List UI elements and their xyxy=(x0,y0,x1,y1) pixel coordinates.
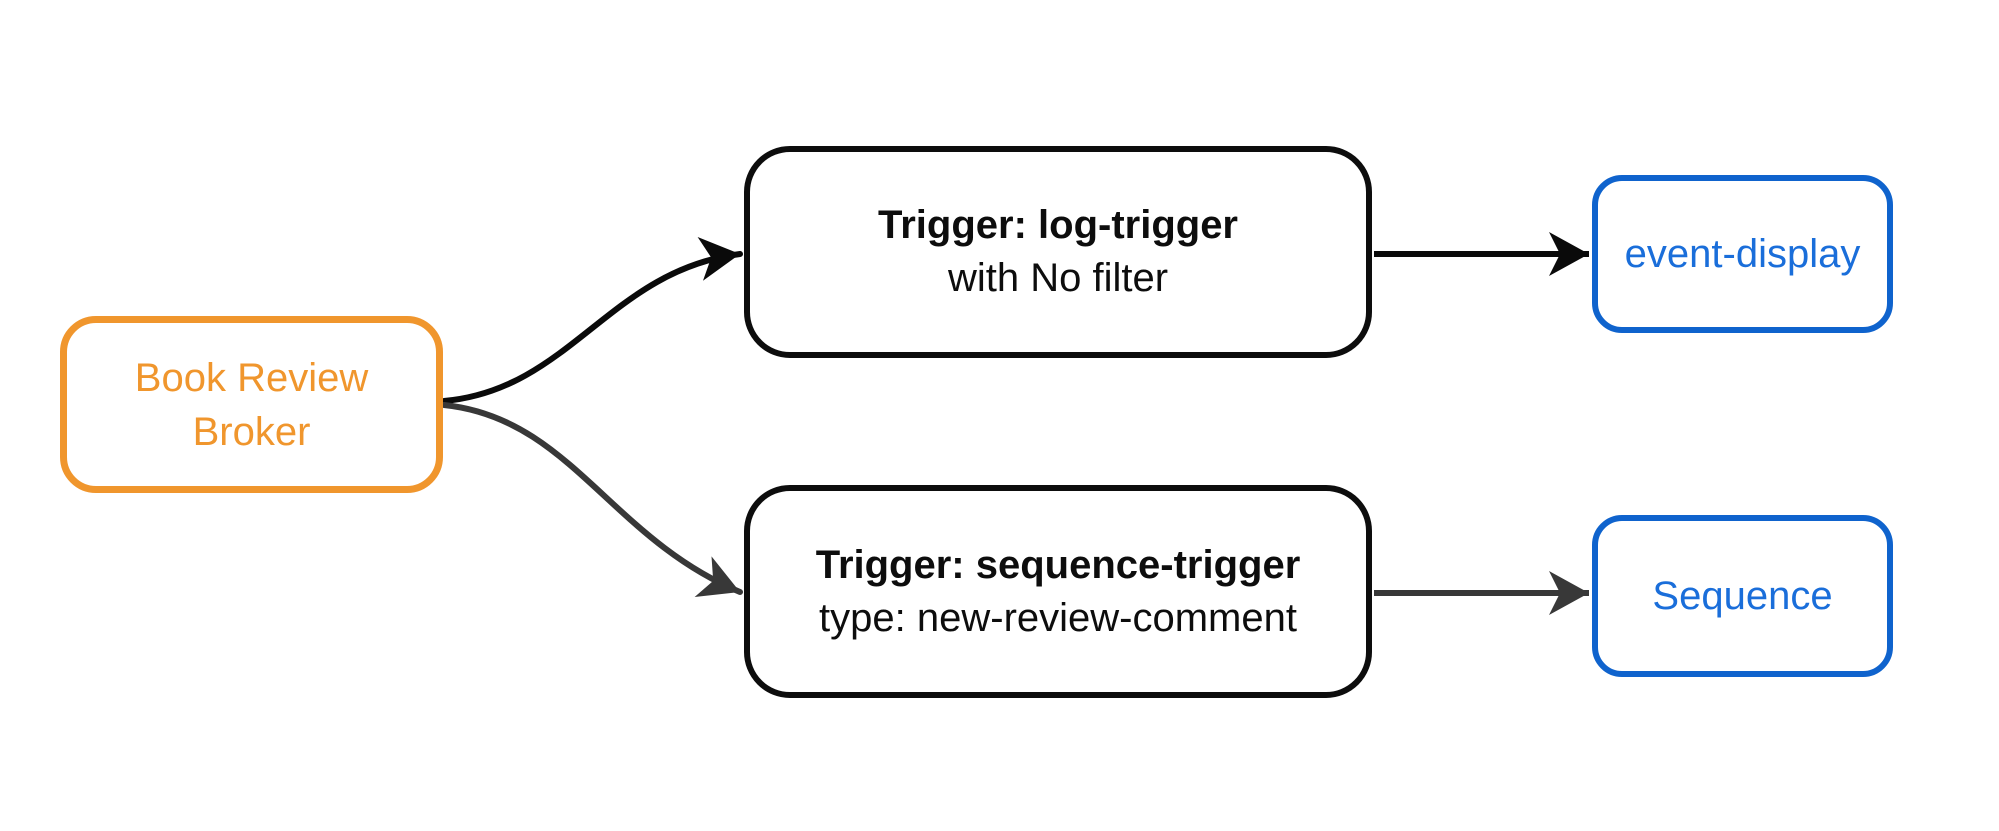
log-trigger-title: Trigger: log-trigger xyxy=(878,203,1238,247)
sequence-label: Sequence xyxy=(1652,574,1833,618)
broker-label: Book Review Broker xyxy=(134,355,369,454)
edge-broker-to-sequence-trigger xyxy=(441,402,743,597)
node-event-display: event-display xyxy=(1592,175,1893,333)
node-log-trigger: Trigger: log-trigger with No filter xyxy=(744,146,1372,358)
node-sequence: Sequence xyxy=(1592,515,1893,677)
node-broker: Book Review Broker xyxy=(60,316,443,493)
sequence-trigger-title: Trigger: sequence-trigger xyxy=(815,542,1301,587)
edge-broker-to-log-trigger xyxy=(441,237,743,404)
log-trigger-subtitle: with No filter xyxy=(947,256,1169,300)
sequence-trigger-subtitle: type: new-review-comment xyxy=(819,595,1297,640)
event-display-label: event-display xyxy=(1624,232,1861,276)
node-sequence-trigger: Trigger: sequence-trigger type: new-revi… xyxy=(744,485,1372,698)
